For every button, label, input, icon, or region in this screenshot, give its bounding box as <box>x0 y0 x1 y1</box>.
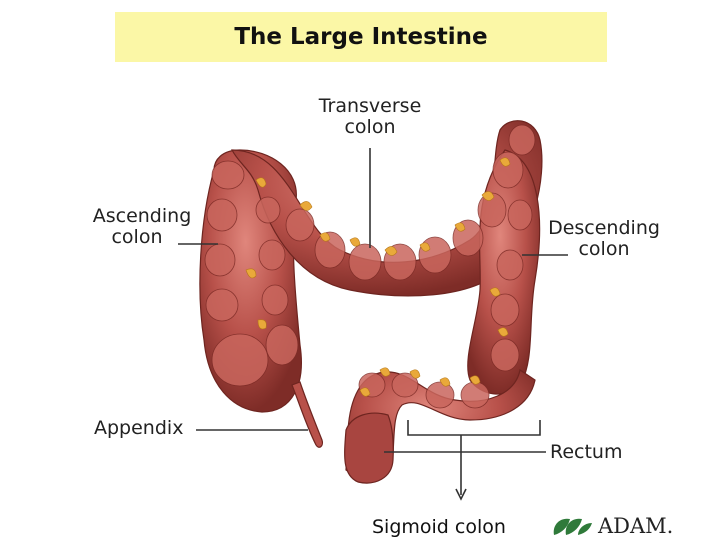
leader-lines <box>178 148 568 501</box>
label-transverse-line1: Transverse <box>318 95 422 117</box>
label-transverse-line2: colon <box>344 116 396 138</box>
adam-logo-text: ADAM. <box>598 514 674 538</box>
colon-body <box>199 120 543 484</box>
label-appendix-text: Appendix <box>94 417 184 439</box>
label-transverse-colon: Transverse colon <box>306 96 434 138</box>
label-sigmoid-colon: Sigmoid colon <box>372 516 506 538</box>
label-rectum: Rectum <box>550 442 622 463</box>
label-descending-line1: Descending <box>548 217 660 239</box>
label-descending-line2: colon <box>578 238 630 260</box>
epiploic-appendages <box>245 157 511 397</box>
label-rectum-text: Rectum <box>550 441 623 463</box>
label-descending-colon: Descending colon <box>540 218 668 260</box>
haustra <box>204 124 536 409</box>
page-title: The Large Intestine <box>234 24 488 50</box>
label-ascending-colon: Ascending colon <box>86 206 198 248</box>
adam-leaf-icon <box>553 518 592 535</box>
adam-logo: ADAM. <box>550 514 673 538</box>
title-banner: The Large Intestine <box>115 12 607 62</box>
label-ascending-line1: Ascending <box>92 205 192 227</box>
label-ascending-line2: colon <box>111 226 163 248</box>
label-appendix: Appendix <box>94 418 183 439</box>
